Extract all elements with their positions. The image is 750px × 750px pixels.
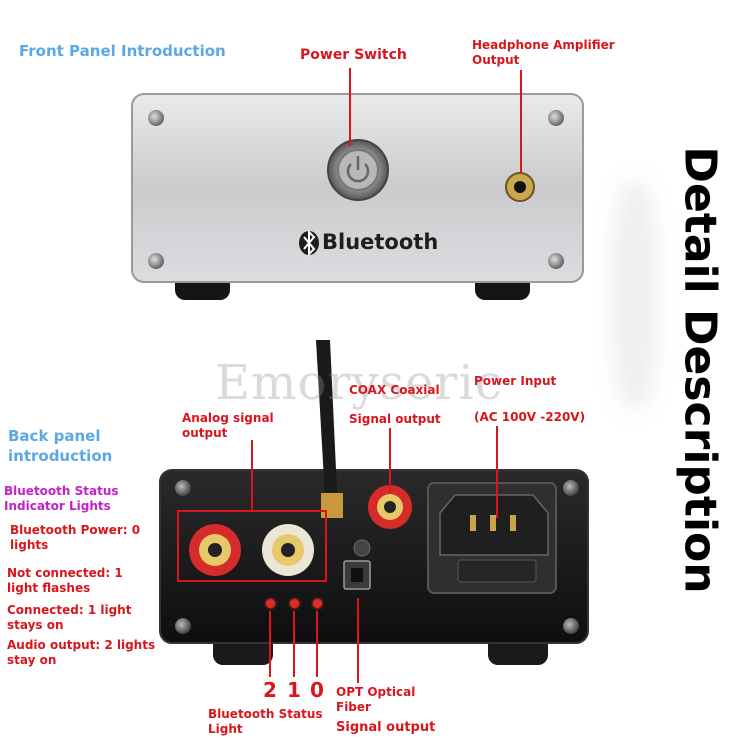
back-screw-icon: [563, 480, 579, 496]
led0-pointer: [316, 611, 318, 677]
status-led-2: [266, 599, 275, 608]
bt-status-light-label-line2: Light: [208, 722, 243, 736]
led-digit-0: 0: [310, 678, 324, 702]
front-panel-title: Front Panel Introduction: [19, 42, 226, 60]
detail-description-title: Detail Description: [655, 145, 745, 595]
coax-label-line1: COAX Coaxial: [349, 383, 440, 397]
indicator-item-audio-line2: stay on: [7, 653, 57, 667]
back-panel-title-line2: introduction: [8, 447, 113, 465]
headphone-pointer: [520, 70, 522, 172]
status-led-1: [290, 599, 299, 608]
indicator-item-connected-line1: Connected: 1 light: [7, 603, 132, 617]
power-switch-label: Power Switch: [300, 47, 407, 63]
led-digit-1: 1: [287, 678, 301, 702]
optical-label-line2: Fiber: [336, 700, 371, 714]
analog-label-line1: Analog signal: [182, 411, 274, 425]
indicator-item-connected-line2: stays on: [7, 618, 64, 632]
led2-pointer: [269, 611, 271, 677]
power-switch-pointer: [349, 68, 351, 146]
power-input-pointer: [496, 426, 498, 518]
indicator-item-power-line1: Bluetooth Power: 0: [10, 523, 141, 537]
back-screw-icon: [175, 618, 191, 634]
detail-description-text: Detail Description: [674, 146, 726, 594]
indicator-title-line2: Indicator Lights: [4, 499, 111, 513]
optical-pointer: [357, 598, 359, 683]
power-input-label-line1: Power Input: [474, 374, 557, 388]
bluetooth-logo-text: Bluetooth: [322, 230, 439, 254]
analog-pointer: [251, 440, 253, 510]
decorative-smudge: [612, 180, 658, 410]
analog-label-line2: output: [182, 426, 228, 440]
front-panel-image: [131, 93, 584, 300]
indicator-item-notconnected-line2: light flashes: [7, 581, 91, 595]
coax-label-line2: Signal output: [349, 412, 441, 426]
front-screw-icon: [148, 110, 164, 126]
led-digit-2: 2: [263, 678, 277, 702]
back-screw-icon: [563, 618, 579, 634]
status-led-0: [313, 599, 322, 608]
front-screw-icon: [548, 110, 564, 126]
indicator-item-power-line2: lights: [10, 538, 49, 552]
back-screw-icon: [175, 480, 191, 496]
optical-label-line1: OPT Optical: [336, 685, 416, 699]
indicator-item-notconnected-line1: Not connected: 1: [7, 566, 123, 580]
power-input-label-line2: (AC 100V -220V): [474, 410, 586, 424]
headphone-label-line2: Output: [472, 53, 520, 67]
coax-pointer: [389, 428, 391, 493]
headphone-label-line1: Headphone Amplifier: [472, 38, 615, 52]
optical-label-line3: Signal output: [336, 720, 436, 735]
indicator-title-line1: Bluetooth Status: [4, 484, 119, 498]
bt-status-light-label-line1: Bluetooth Status: [208, 707, 323, 721]
back-panel-title-line1: Back panel: [8, 427, 101, 445]
front-screw-icon: [548, 253, 564, 269]
led1-pointer: [293, 611, 295, 677]
indicator-item-audio-line1: Audio output: 2 lights: [7, 638, 156, 652]
watermark-text: Emoryseric: [215, 355, 503, 411]
analog-highlight-box: [177, 510, 327, 582]
front-screw-icon: [148, 253, 164, 269]
